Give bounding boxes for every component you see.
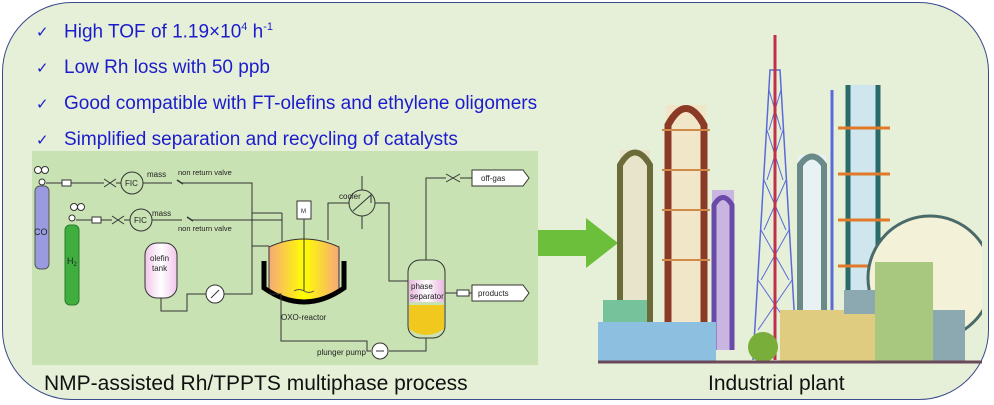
nrv-label-2: non return valve	[178, 224, 232, 233]
highlights-list: ✓ High TOF of 1.19×104 h-1 ✓ Low Rh loss…	[36, 14, 537, 158]
check-icon: ✓	[36, 96, 49, 113]
flare-tower	[752, 35, 798, 361]
industrial-plant-illustration	[598, 35, 982, 364]
olefin-tank-label-2: tank	[152, 264, 168, 273]
building	[598, 322, 716, 362]
process-flow-diagram: CO H2 FIC FIC mass mass non return valve…	[32, 151, 538, 365]
phase-separator-label-1: phase	[411, 282, 433, 291]
highlight-item: ✓ Simplified separation and recycling of…	[36, 122, 537, 158]
fic-label-1: FIC	[125, 179, 138, 188]
highlight-text: High TOF of 1.19×104 h-1	[64, 20, 274, 43]
products-outlet	[471, 284, 530, 302]
co-cylinder	[34, 166, 50, 270]
highlight-item: ✓ Low Rh loss with 50 ppb	[36, 50, 537, 86]
building	[875, 262, 933, 362]
olefin-tank-label-1: olefin	[150, 254, 169, 263]
off-gas-label: off-gas	[481, 174, 505, 183]
check-icon: ✓	[36, 60, 49, 77]
motor-label: M	[301, 209, 306, 215]
check-icon: ✓	[36, 24, 49, 41]
co-label: CO	[34, 227, 48, 237]
right-arrow-icon	[538, 218, 618, 268]
phase-separator	[407, 259, 446, 339]
check-icon: ✓	[36, 132, 49, 149]
highlight-item: ✓ High TOF of 1.19×104 h-1	[36, 14, 537, 50]
reactor-label: OXO-reactor	[281, 313, 327, 322]
nrv-label-1: non return valve	[178, 168, 232, 177]
building	[780, 310, 876, 362]
mass-label-2: mass	[152, 209, 171, 218]
phase-separator-label-2: separator	[410, 292, 444, 301]
oxo-reactor	[261, 200, 347, 305]
caption-plant: Industrial plant	[708, 372, 845, 395]
h2-label: H2	[67, 256, 78, 268]
column	[666, 105, 706, 350]
highlight-text: Simplified separation and recycling of c…	[64, 129, 458, 150]
column	[712, 190, 734, 350]
products-label: products	[478, 289, 509, 298]
mass-label-1: mass	[147, 170, 166, 179]
highlight-item: ✓ Good compatible with FT-olefins and et…	[36, 86, 537, 122]
plunger-pump-label: plunger pump	[317, 348, 366, 357]
cooler-label: cooler	[339, 192, 361, 201]
caption-process: NMP-assisted Rh/TPPTS multiphase process	[44, 372, 468, 395]
off-gas-outlet	[471, 169, 530, 187]
h2-cylinder	[64, 203, 85, 306]
highlight-text: Low Rh loss with 50 ppb	[64, 57, 270, 78]
fic-label-2: FIC	[134, 216, 147, 225]
highlight-text: Good compatible with FT-olefins and ethy…	[64, 93, 538, 114]
